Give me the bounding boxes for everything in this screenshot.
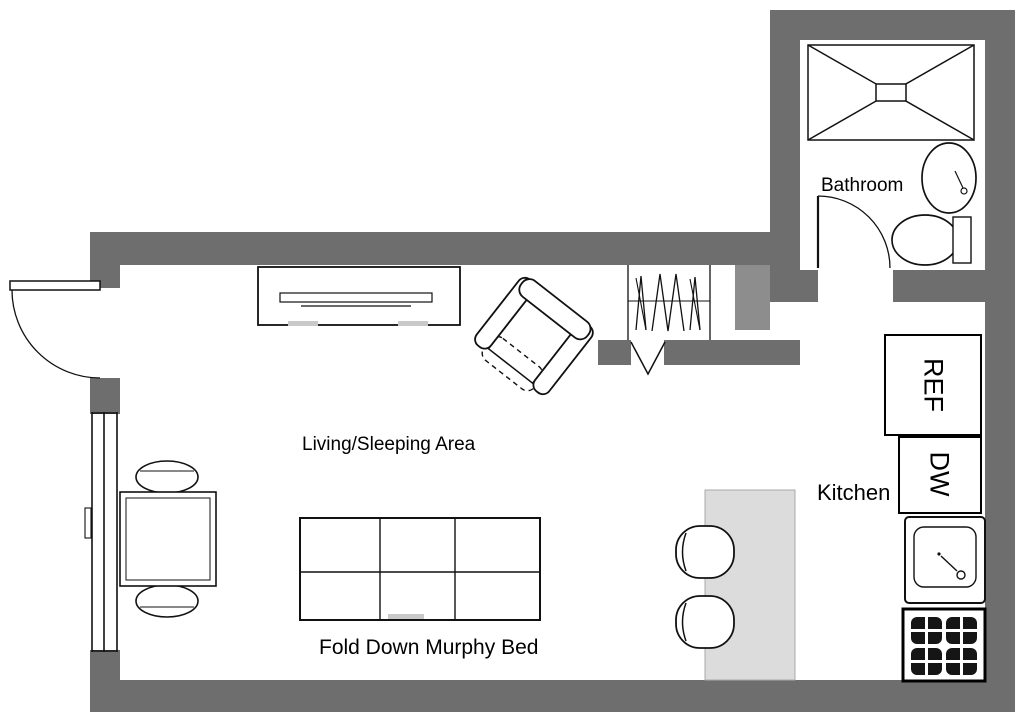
kitchen-island [704,489,796,681]
refrigerator-box [884,334,982,436]
wall-closet-right [664,340,800,365]
closet [627,265,711,376]
burner-top-right [946,617,977,644]
tv-screen [279,292,433,303]
dining-table-inner [125,497,211,581]
stool-top [675,525,735,579]
hanger-1-cross [635,277,647,331]
kitchen-sink-basin [913,526,977,588]
wall-left-stub-mid [90,378,120,414]
hanger-1 [635,275,647,331]
stool-bottom [675,595,735,649]
armchair [474,276,594,396]
console-foot-right [398,321,428,326]
bathroom-sink-drain [960,187,968,195]
armchair-back [518,278,592,341]
shower-pan [807,44,975,141]
label-murphy-bed: Fold Down Murphy Bed [319,636,539,659]
hanger-3-cross [689,278,701,331]
entry-door-swing-arc [11,289,101,379]
shower [807,44,975,141]
stove [901,607,987,683]
entry-door-leaf [9,280,101,291]
burner-top-left [911,617,942,644]
stools [675,525,735,649]
dining-chair-bottom [135,584,199,618]
dining-table-outer [119,491,217,587]
label-living-sleeping-area: Living/Sleeping Area [302,434,476,455]
wall-left-bottom [90,650,120,712]
entry-door [9,280,101,379]
wall-bathroom-bottom-right [893,270,1015,302]
wall-bathroom-left [770,10,800,302]
dining-set [119,460,217,618]
bathroom-sink-basin [921,142,977,214]
duct-column [735,265,770,330]
dining-chair-top [135,460,199,494]
window [84,412,118,652]
window-sill-mark [84,507,92,539]
label-bathroom: Bathroom [821,175,904,196]
hanger-2 [651,273,685,332]
toilet-bowl [891,214,959,266]
shower-drain [875,83,907,102]
label-dishwasher: DW [924,451,955,497]
murphy-bed-outline [299,517,541,621]
bathroom-sink [921,142,977,214]
wall-left-stub-top [90,232,120,288]
stool-top-back [681,532,687,572]
murphy-bed-foot-mark [388,614,424,619]
kitchen-sink-spout-dot [937,552,941,556]
tv-console [257,266,461,326]
label-refrigerator: REF [918,358,949,412]
wall-bottom [90,680,1015,712]
bathroom-door [816,195,891,269]
toilet [891,214,972,266]
wall-top [90,232,800,265]
wall-bathroom-bottom-left [770,270,818,302]
bathroom-sink-faucet [954,170,964,189]
burner-bottom-right [946,648,977,675]
wall-closet-stub-left [598,340,631,365]
kitchen-sink-faucet-arm [940,555,958,572]
kitchen-sink [904,516,986,604]
closet-bifold-door [630,341,666,376]
bathroom-door-swing-arc [817,195,891,269]
murphy-bed [299,517,541,621]
label-kitchen: Kitchen [817,480,891,505]
burner-bottom-left [911,648,942,675]
dishwasher-box [898,436,982,514]
wall-bathroom-top [770,10,1015,40]
toilet-tank [952,216,972,264]
hanger-3 [689,276,701,331]
wall-right [985,10,1015,712]
kitchen-sink-faucet-base [956,570,966,580]
walls [90,10,1015,712]
stool-bottom-back [681,602,687,642]
console-foot-left [288,321,318,326]
